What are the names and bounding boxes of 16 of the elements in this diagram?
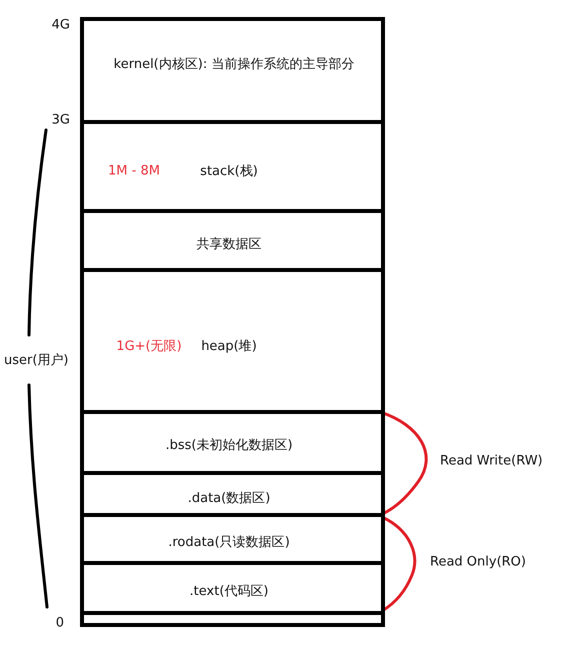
access-label: Read Write(RW)	[440, 454, 543, 468]
segment-label: stack(栈)	[200, 163, 258, 180]
size-note: 1G+(无限)	[116, 338, 182, 355]
segment-label: .bss(未初始化数据区)	[165, 437, 293, 454]
address-label: 4G	[52, 18, 70, 32]
segment-label: .rodata(只读数据区)	[168, 534, 290, 551]
size-note: 1M - 8M	[108, 164, 160, 178]
segment-label: 共享数据区	[196, 236, 262, 253]
segment-label: .text(代码区)	[190, 583, 268, 600]
access-label: Read Only(RO)	[430, 554, 526, 570]
segment-label: .data(数据区)	[188, 490, 270, 507]
region-label: user(用户)	[4, 352, 68, 369]
address-label: 0	[56, 616, 64, 630]
segment-label: kernel(内核区): 当前操作系统的主导部分	[114, 56, 354, 73]
segment-label: heap(堆)	[201, 338, 257, 355]
address-label: 3G	[52, 112, 70, 128]
